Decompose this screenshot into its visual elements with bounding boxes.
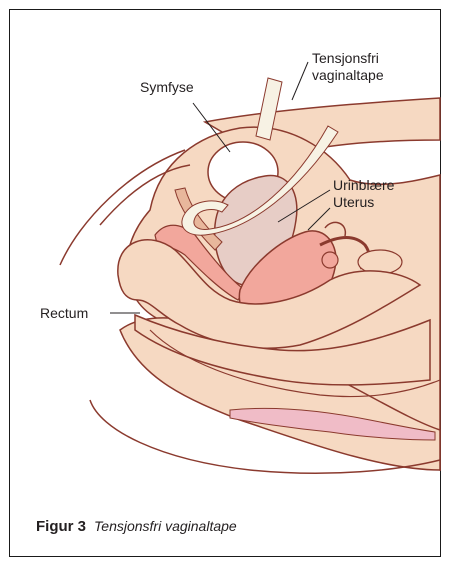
label-tape-line1: Tensjonsfri: [312, 50, 379, 66]
label-urinblaere: Urinblære: [333, 177, 394, 193]
figure-caption: Figur 3 Tensjonsfri vaginaltape: [36, 518, 237, 535]
caption-number: Figur 3: [36, 518, 86, 535]
label-uterus: Uterus: [333, 194, 374, 210]
label-rectum: Rectum: [40, 305, 88, 321]
caption-text: Tensjonsfri vaginaltape: [94, 518, 237, 534]
label-tape-line2: vaginaltape: [312, 67, 384, 83]
label-symfyse: Symfyse: [140, 79, 194, 95]
leader-line-tape: [292, 62, 308, 100]
ovary: [322, 252, 338, 268]
